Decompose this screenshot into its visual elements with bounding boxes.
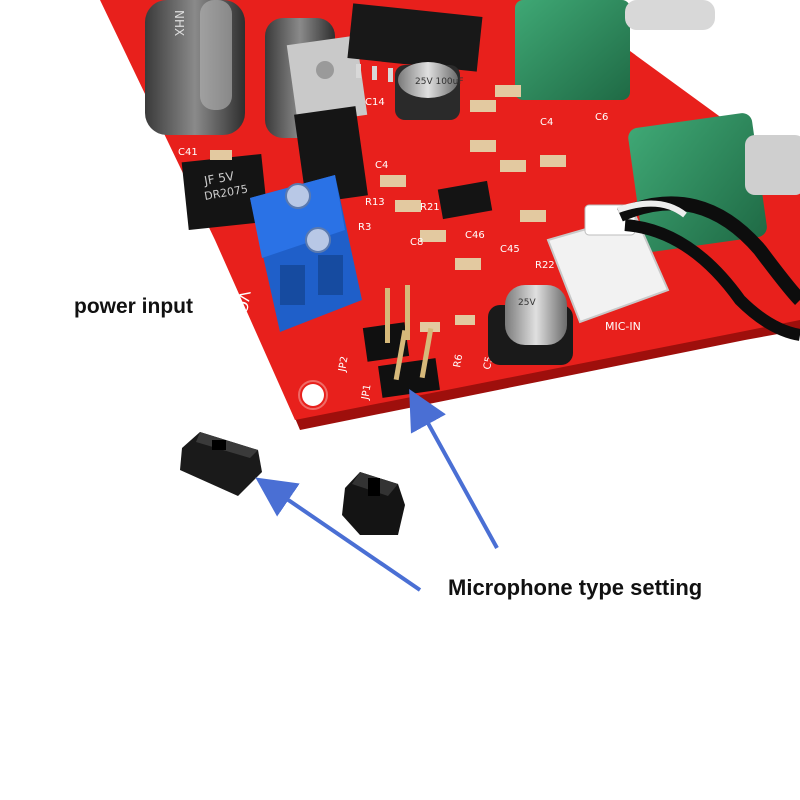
large-capacitor: NHX bbox=[145, 0, 245, 135]
jumper-cap-right bbox=[342, 472, 405, 535]
label-r13: R13 bbox=[365, 197, 385, 208]
small-capacitor-top: 25V 100uF bbox=[395, 62, 464, 120]
label-c45: C45 bbox=[500, 244, 520, 255]
label-jp1: JP1 bbox=[360, 384, 374, 402]
jumper-cap-left bbox=[180, 432, 262, 496]
label-c14: C14 bbox=[365, 97, 385, 108]
power-terminal bbox=[250, 175, 362, 332]
capacitor-mic: 25V bbox=[488, 285, 573, 365]
cap-marking-top: 25V 100uF bbox=[415, 77, 464, 87]
rectifier-chip: JF 5V DR2075 bbox=[181, 154, 269, 230]
vcc-label: VCC bbox=[231, 289, 254, 323]
potentiometer-top bbox=[515, 0, 715, 100]
smd-components bbox=[210, 85, 566, 332]
label-c41: C41 bbox=[178, 147, 198, 158]
cap-text: NHX bbox=[172, 10, 186, 36]
screw-icon bbox=[305, 227, 331, 253]
mount-hole bbox=[302, 384, 324, 406]
cable-white bbox=[616, 200, 687, 218]
microphone-type-setting-label: Microphone type setting bbox=[448, 575, 703, 600]
label-c46: C46 bbox=[465, 230, 485, 241]
label-c4: C4 bbox=[375, 160, 388, 171]
power-input-label: power input bbox=[74, 295, 193, 318]
jumper-headers bbox=[362, 285, 440, 398]
label-r3: R3 bbox=[358, 222, 371, 233]
screw-icon bbox=[285, 183, 311, 209]
rectifier-marking: JF 5V bbox=[202, 169, 236, 188]
mic-in-connector bbox=[546, 204, 670, 324]
label-r6: R6 bbox=[452, 354, 465, 369]
svg-text:C4: C4 bbox=[540, 117, 553, 128]
silkscreen-labels: C41 C4 R13 C8 C46 C45 R22 JP2 JP1 R6 C5 … bbox=[178, 97, 641, 402]
label-r21: R21 bbox=[420, 202, 440, 213]
svg-text:25V: 25V bbox=[518, 298, 536, 308]
arrow-to-jumper-header bbox=[409, 388, 499, 549]
label-r22: R22 bbox=[535, 260, 555, 271]
label-mic-in: MIC-IN bbox=[605, 320, 641, 333]
voltage-regulator bbox=[286, 35, 368, 204]
label-jp2: JP2 bbox=[337, 356, 351, 374]
arrow-to-jumper-cap bbox=[255, 477, 422, 592]
mic-cable-2 bbox=[624, 219, 800, 341]
label-c8: C8 bbox=[410, 237, 423, 248]
label-c6: C6 bbox=[595, 112, 608, 123]
